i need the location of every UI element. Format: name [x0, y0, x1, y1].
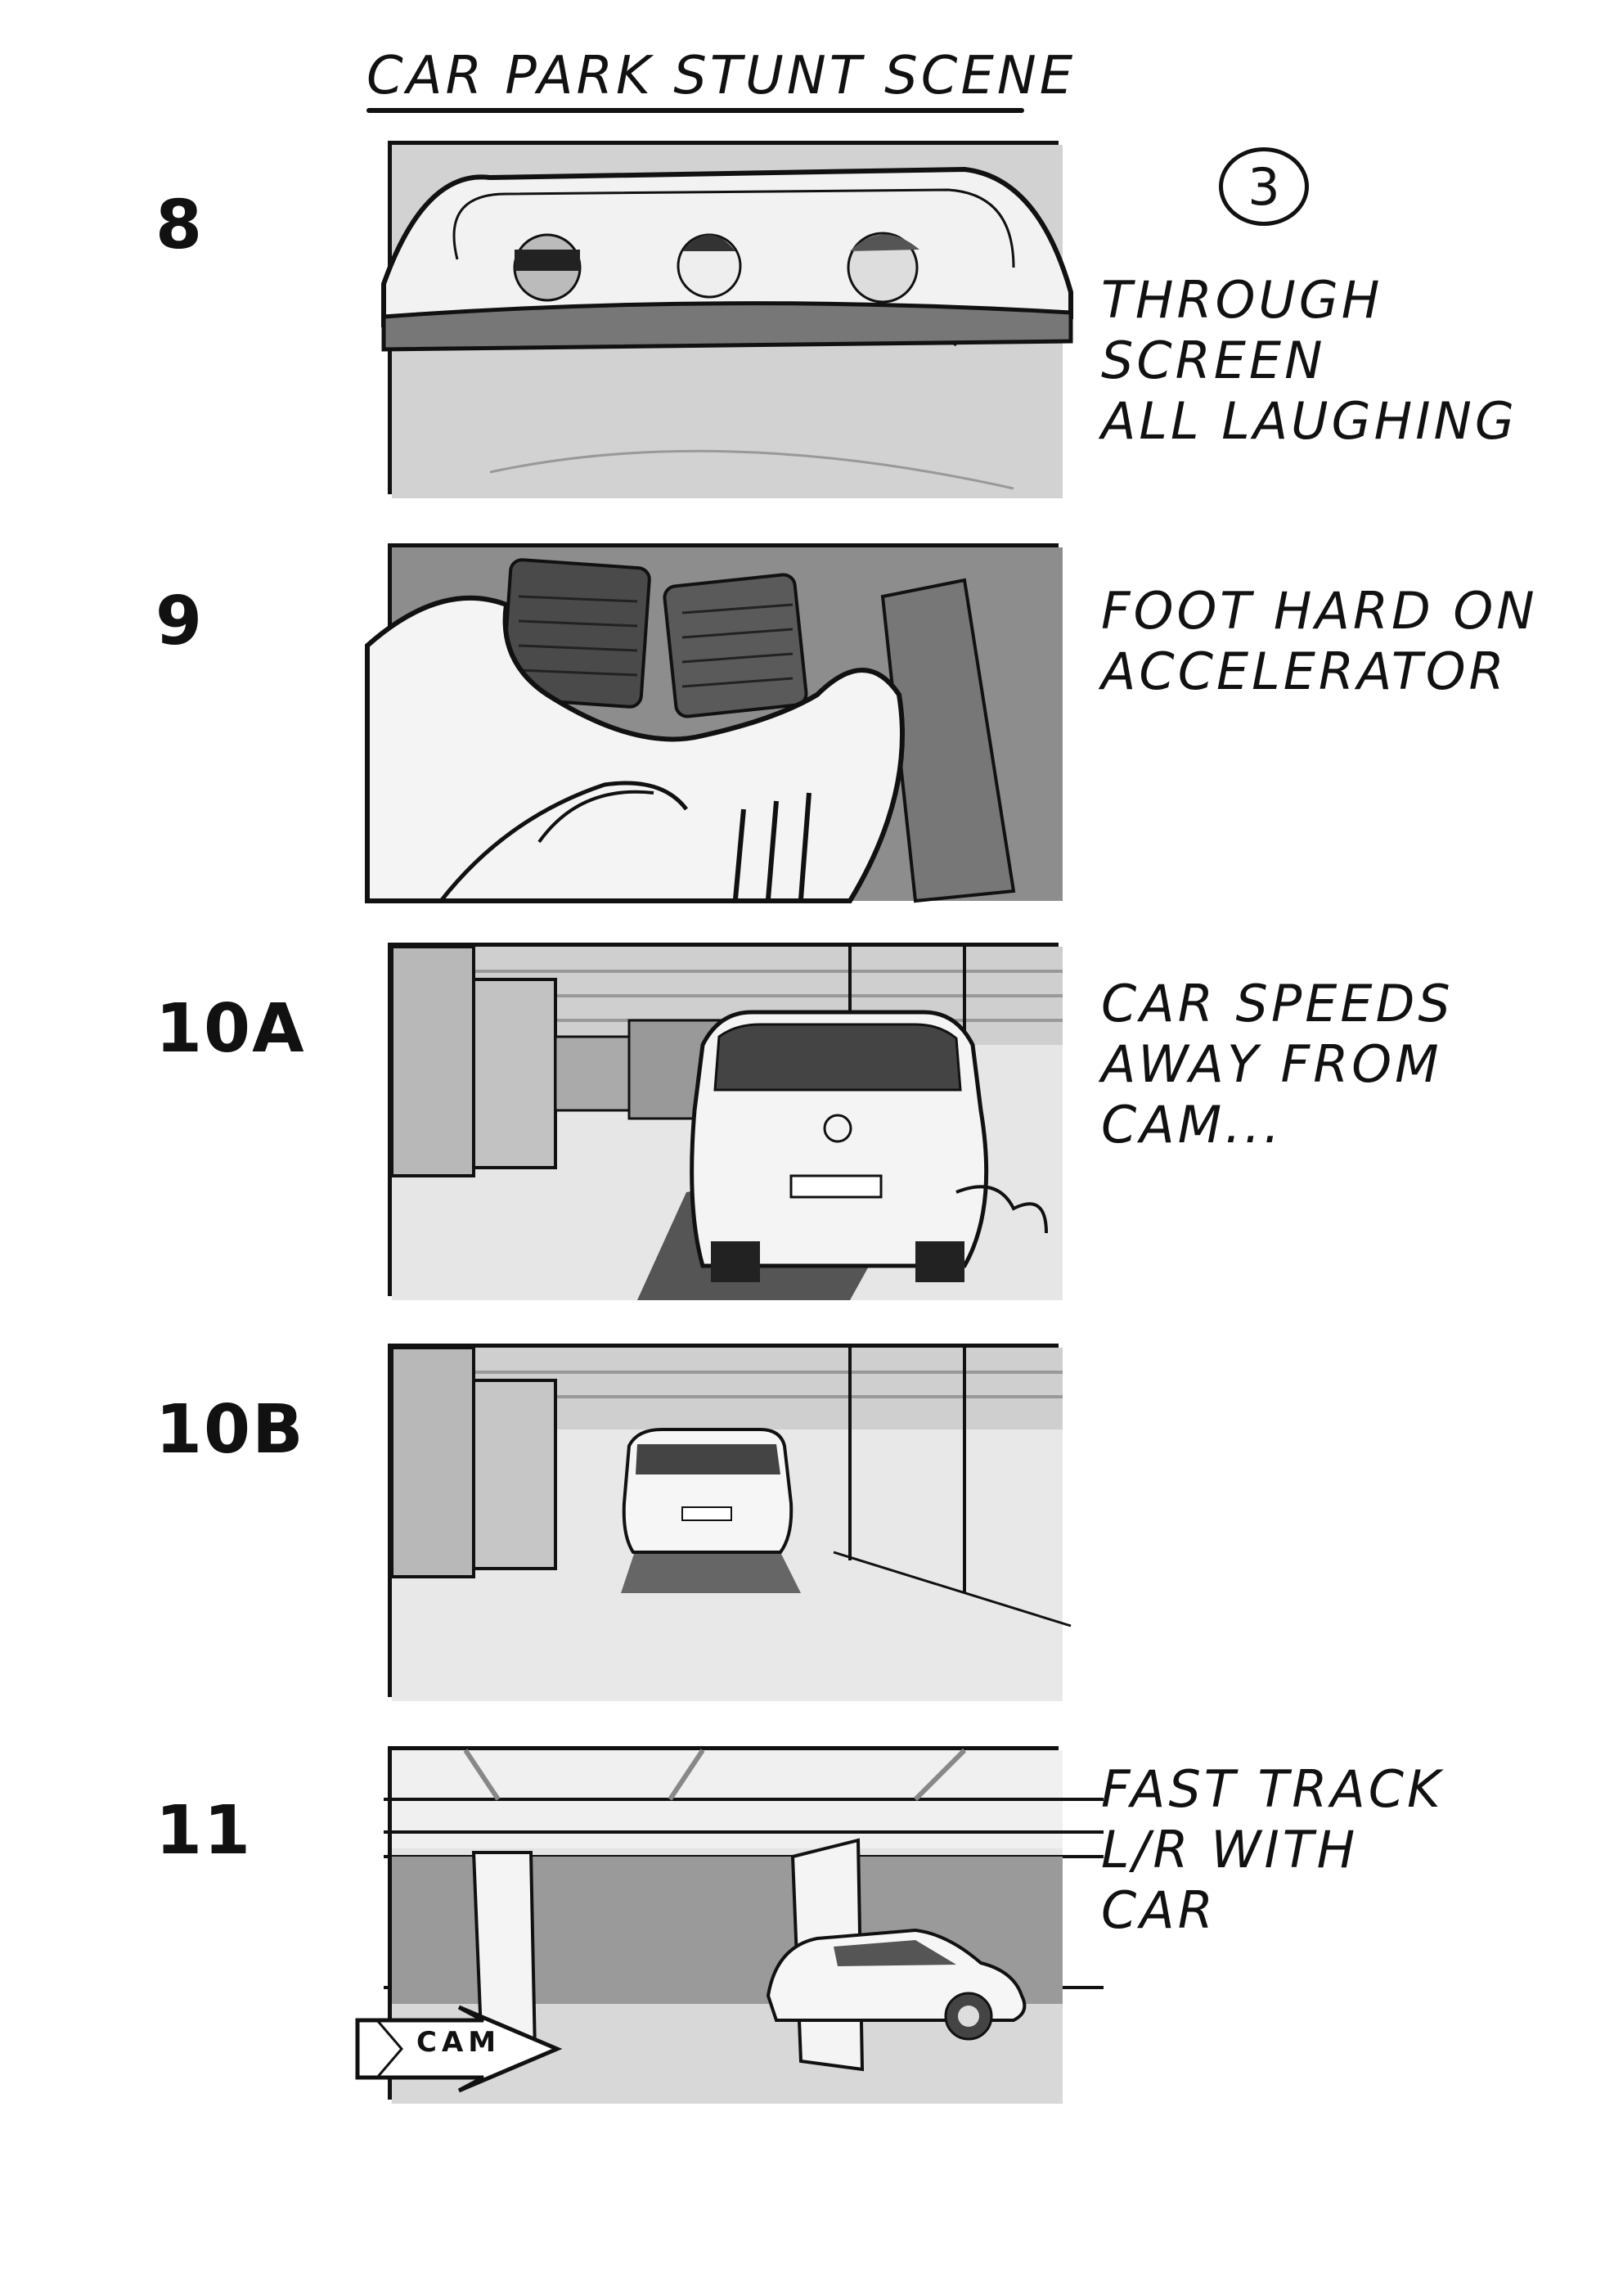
page-number: 3: [1219, 147, 1309, 226]
caption-shot-8: THROUGH SCREEN ALL LAUGHING: [1101, 270, 1517, 451]
caption-shot-9: FOOT HARD ON ACCELERATOR: [1101, 581, 1538, 701]
page-title: CAR PARK STUNT SCENE: [366, 46, 1077, 106]
shot-number-11: 11: [155, 1792, 253, 1870]
panel-shot-10b: [388, 1344, 1072, 1701]
pedals-sketch: [365, 547, 1063, 903]
shot-number-10b: 10B: [155, 1391, 305, 1469]
car-rear-sketch: [390, 945, 1063, 1300]
shot-number-9: 9: [155, 583, 205, 660]
shot-number-10a: 10A: [155, 990, 306, 1068]
panel-shot-8: [381, 141, 1073, 498]
caption-shot-11: FAST TRACK L/R WITH CAR: [1101, 1759, 1444, 1940]
caption-shot-10a: CAR SPEEDS AWAY FROM CAM...: [1101, 974, 1454, 1155]
panel-shot-11: CAM: [355, 1746, 1104, 2104]
car-rear-far-sketch: [390, 1346, 1072, 1701]
cam-label: CAM: [416, 2026, 501, 2059]
shot-number-8: 8: [155, 187, 205, 264]
panel-shot-10a: [388, 943, 1063, 1300]
panel-shot-9: [365, 543, 1063, 903]
title-underline: [366, 108, 1024, 113]
camera-arrow-icon: [355, 2005, 563, 2093]
windscreen-sketch: [381, 145, 1073, 498]
